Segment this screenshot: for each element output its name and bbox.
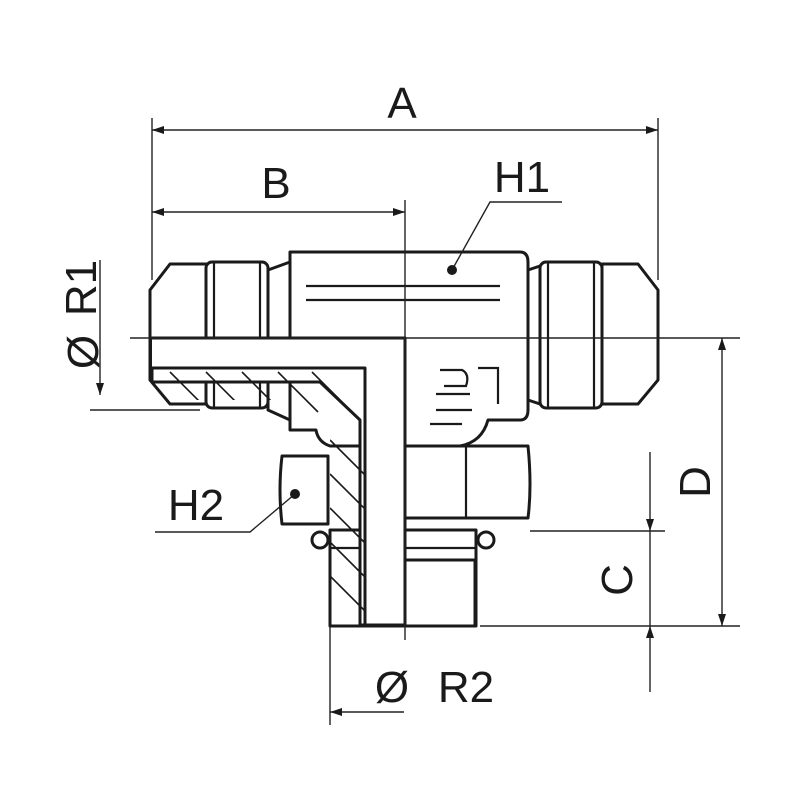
left-thread-ring [204, 260, 270, 410]
dimension-C: C [593, 452, 654, 692]
swivel-nut [278, 454, 330, 526]
right-thread-ring [538, 260, 604, 410]
label-C: C [593, 564, 642, 596]
label-H2: H2 [168, 481, 224, 530]
dimension-R2: Ø R2 [330, 663, 494, 716]
construction-lines [90, 118, 740, 725]
o-ring-right [476, 530, 496, 550]
dimension-A: A [152, 79, 658, 134]
label-D: D [671, 466, 720, 498]
label-A: A [387, 79, 417, 128]
label-R1-diameter: Ø [59, 335, 108, 369]
right-flare-nose [600, 262, 660, 406]
dimension-B: B [152, 159, 405, 216]
o-ring-left [310, 530, 330, 550]
dimension-D: D [671, 338, 726, 626]
label-R1: R1 [57, 260, 106, 316]
leader-H1: H1 [447, 153, 562, 275]
label-H1: H1 [494, 153, 550, 202]
dimension-R1: Ø R1 [57, 260, 108, 395]
label-R2: R2 [438, 663, 494, 712]
leader-H2: H2 [155, 481, 300, 533]
label-R2-diameter: Ø [375, 663, 409, 712]
label-B: B [261, 159, 290, 208]
fitting-body [148, 250, 660, 628]
body-markings [430, 366, 500, 426]
